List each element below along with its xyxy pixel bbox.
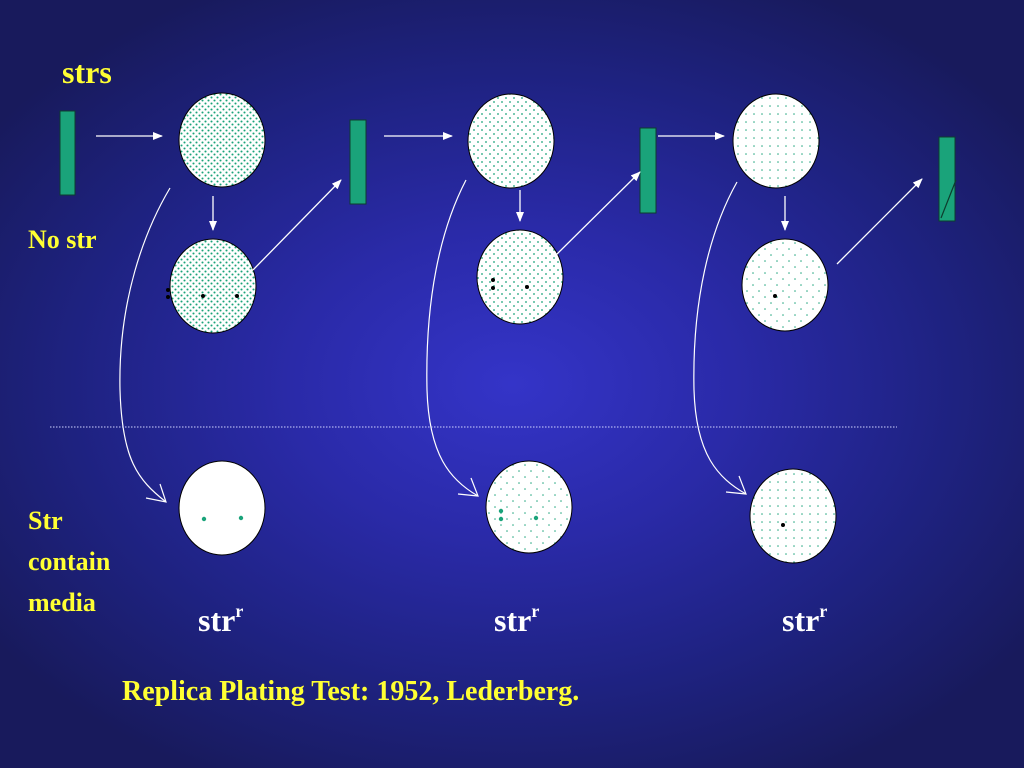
no-str-plate-2: [476, 229, 564, 325]
curve-arrow-2-head: [457, 477, 479, 497]
arrow-plate2-to-tube3: [554, 171, 641, 257]
no-str-label: No str: [28, 225, 97, 254]
str-r-label-1: strr: [198, 602, 243, 639]
curve-arrow-1-head: [145, 483, 167, 503]
colony-dots-plate-2: [491, 278, 529, 290]
str-plate-1: [178, 460, 266, 556]
str-r-sup-2: r: [531, 601, 540, 621]
resistant-colonies-plate-1: [201, 515, 244, 522]
culture-tube-1: [59, 110, 76, 196]
culture-tube-2: [349, 119, 367, 205]
top-plate-2: [467, 93, 555, 189]
slide-caption: Replica Plating Test: 1952, Lederberg.: [122, 676, 580, 707]
curve-arrow-3-head: [725, 475, 747, 495]
str-r-label-3: strr: [782, 602, 827, 639]
curve-arrow-1: [119, 187, 171, 503]
curve-arrow-3: [693, 181, 747, 495]
str-contain-media-label: Str contain media: [28, 500, 158, 623]
str-r-label-2: strr: [494, 602, 539, 639]
str-plate-3: [749, 468, 837, 564]
tube-4-streak: [940, 179, 957, 219]
colony-dots-plate-1: [166, 288, 239, 299]
str-r-text-2: str: [494, 602, 532, 638]
no-str-plate-1: [169, 238, 257, 334]
arrow-plate1-to-tube2: [252, 179, 342, 271]
colony-dots-plate-3: [773, 294, 777, 298]
curve-arrow-2: [426, 179, 479, 497]
str-r-text-1: str: [198, 602, 236, 638]
str-r-sup-3: r: [819, 601, 828, 621]
resistant-colonies-plate-3: [781, 523, 785, 527]
strs-label: strs: [62, 54, 112, 90]
str-r-text-3: str: [782, 602, 820, 638]
str-r-sup-1: r: [235, 601, 244, 621]
top-plate-3: [732, 93, 820, 189]
arrow-plate3-to-tube4: [836, 178, 923, 265]
str-plate-2: [485, 460, 573, 554]
culture-tube-4: [938, 136, 956, 222]
str-media-line-2: contain: [28, 547, 111, 576]
top-plate-1: [178, 92, 266, 188]
culture-tube-3: [639, 127, 657, 214]
no-str-plate-3: [741, 238, 829, 332]
str-media-line-3: media: [28, 588, 96, 617]
str-media-line-1: Str: [28, 506, 63, 535]
resistant-colonies-plate-2: [498, 508, 539, 522]
